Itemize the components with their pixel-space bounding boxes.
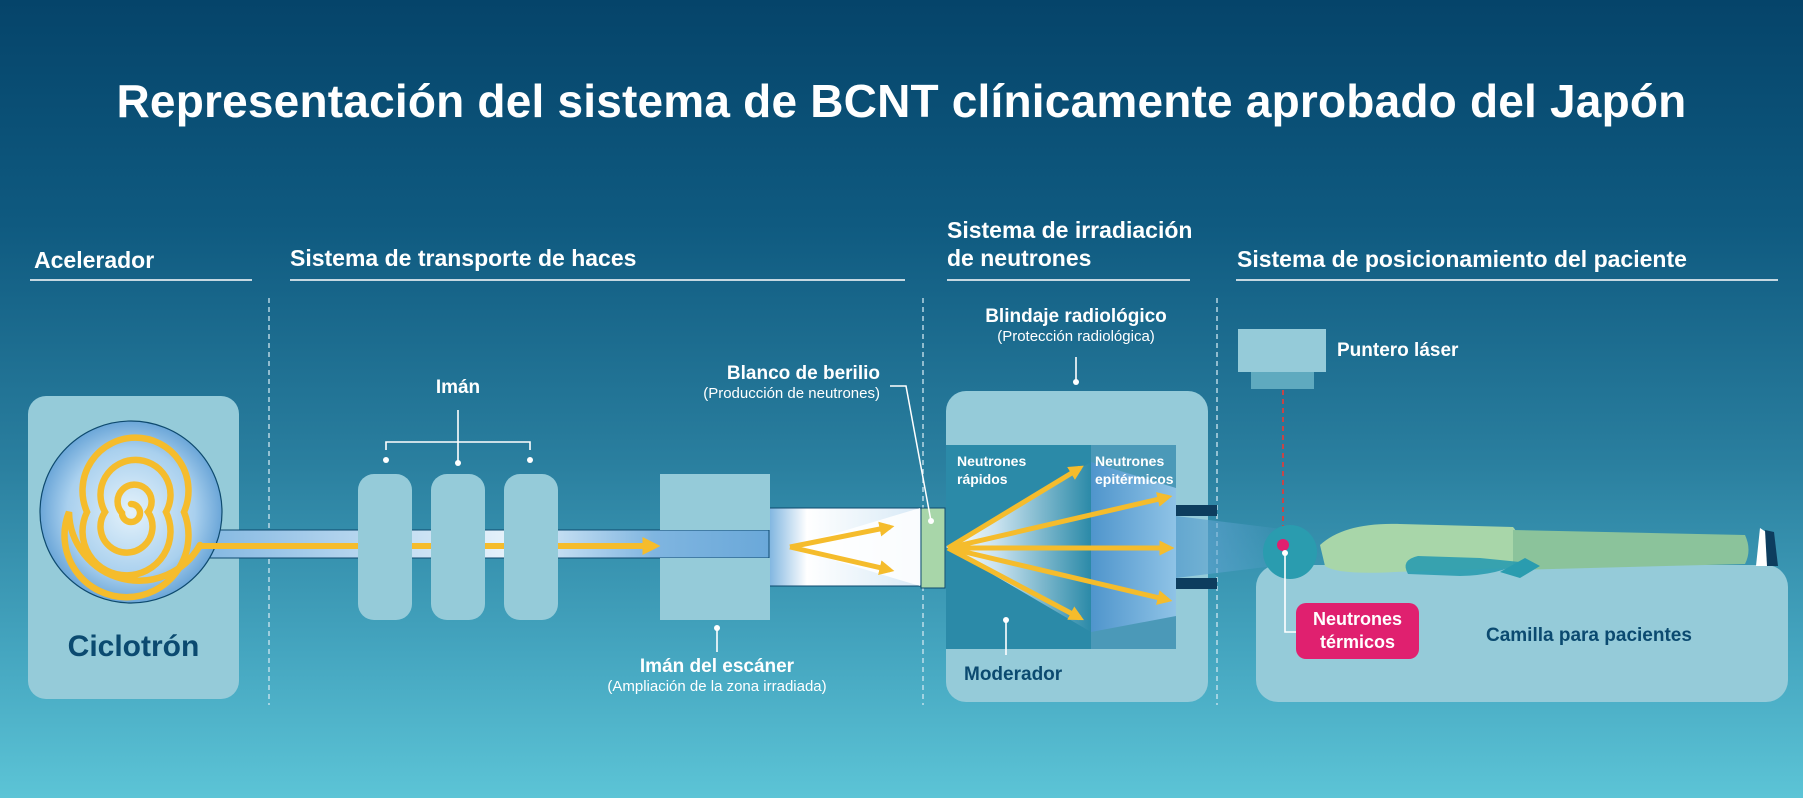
- magnet-bracket-dots: [383, 457, 533, 466]
- cyclotron-label: Ciclotrón: [67, 630, 200, 663]
- shielding-label: Blindaje radiológico: [985, 306, 1167, 327]
- moderator-dot: [1003, 617, 1009, 623]
- laser-pointer-lens: [1251, 372, 1314, 389]
- beryllium-target-sublabel: (Producción de neutrones): [703, 385, 880, 402]
- patient-figure: [1263, 523, 1778, 579]
- magnets: [358, 474, 558, 620]
- section-transport: Sistema de transporte de haces: [290, 245, 637, 271]
- target-dot: [928, 518, 934, 524]
- thermal-neutrons-pointer: [1284, 553, 1300, 633]
- moderator-label: Moderador: [964, 664, 1063, 685]
- thermal-neutrons-label: Neutrones térmicos: [1312, 609, 1402, 652]
- patient-couch-label: Camilla para pacientes: [1486, 625, 1692, 646]
- section-positioning: Sistema de posicionamiento del paciente: [1237, 246, 1687, 272]
- neutron-arrows: [946, 465, 1175, 621]
- laser-pointer-label: Puntero láser: [1337, 340, 1459, 361]
- beryllium-target-label: Blanco de berilio: [726, 363, 880, 384]
- magnet-label: Imán: [435, 377, 481, 398]
- thermal-neutrons-dot: [1282, 550, 1288, 556]
- collimator-top: [1176, 505, 1217, 516]
- fast-neutrons-label: Neutrones rápidos: [957, 453, 1027, 487]
- magnet-bracket: [385, 410, 531, 463]
- section-accelerator: Acelerador: [34, 247, 155, 273]
- patient-couch: [1256, 565, 1788, 702]
- section-separators: [268, 298, 1218, 705]
- page-title: Representación del sistema de BCNT clíni…: [116, 75, 1687, 127]
- shielding-sublabel: (Protección radiológica): [997, 328, 1155, 345]
- collimator-bottom: [1176, 578, 1217, 589]
- scanner-magnet-dot: [714, 625, 720, 631]
- scanner-magnet-top: [660, 474, 770, 530]
- neutron-exit-beam: [1176, 516, 1290, 578]
- epithermal-neutrons-label: Neutrones epitérmicos: [1095, 453, 1174, 487]
- scanner-magnet-sublabel: (Ampliación de la zona irradiada): [607, 678, 827, 695]
- section-irradiation: Sistema de irradiación de neutrones: [947, 217, 1193, 271]
- scanner-magnet-bottom: [660, 558, 770, 620]
- target-pointer: [890, 385, 932, 522]
- scanner-arrows: [789, 521, 895, 575]
- shielding-dot: [1073, 379, 1079, 385]
- thermal-neutrons-badge: [1296, 603, 1419, 659]
- cyclotron-spiral: [61, 434, 204, 601]
- laser-pointer-device: [1238, 329, 1326, 372]
- scanner-magnet-label: Imán del escáner: [639, 656, 795, 677]
